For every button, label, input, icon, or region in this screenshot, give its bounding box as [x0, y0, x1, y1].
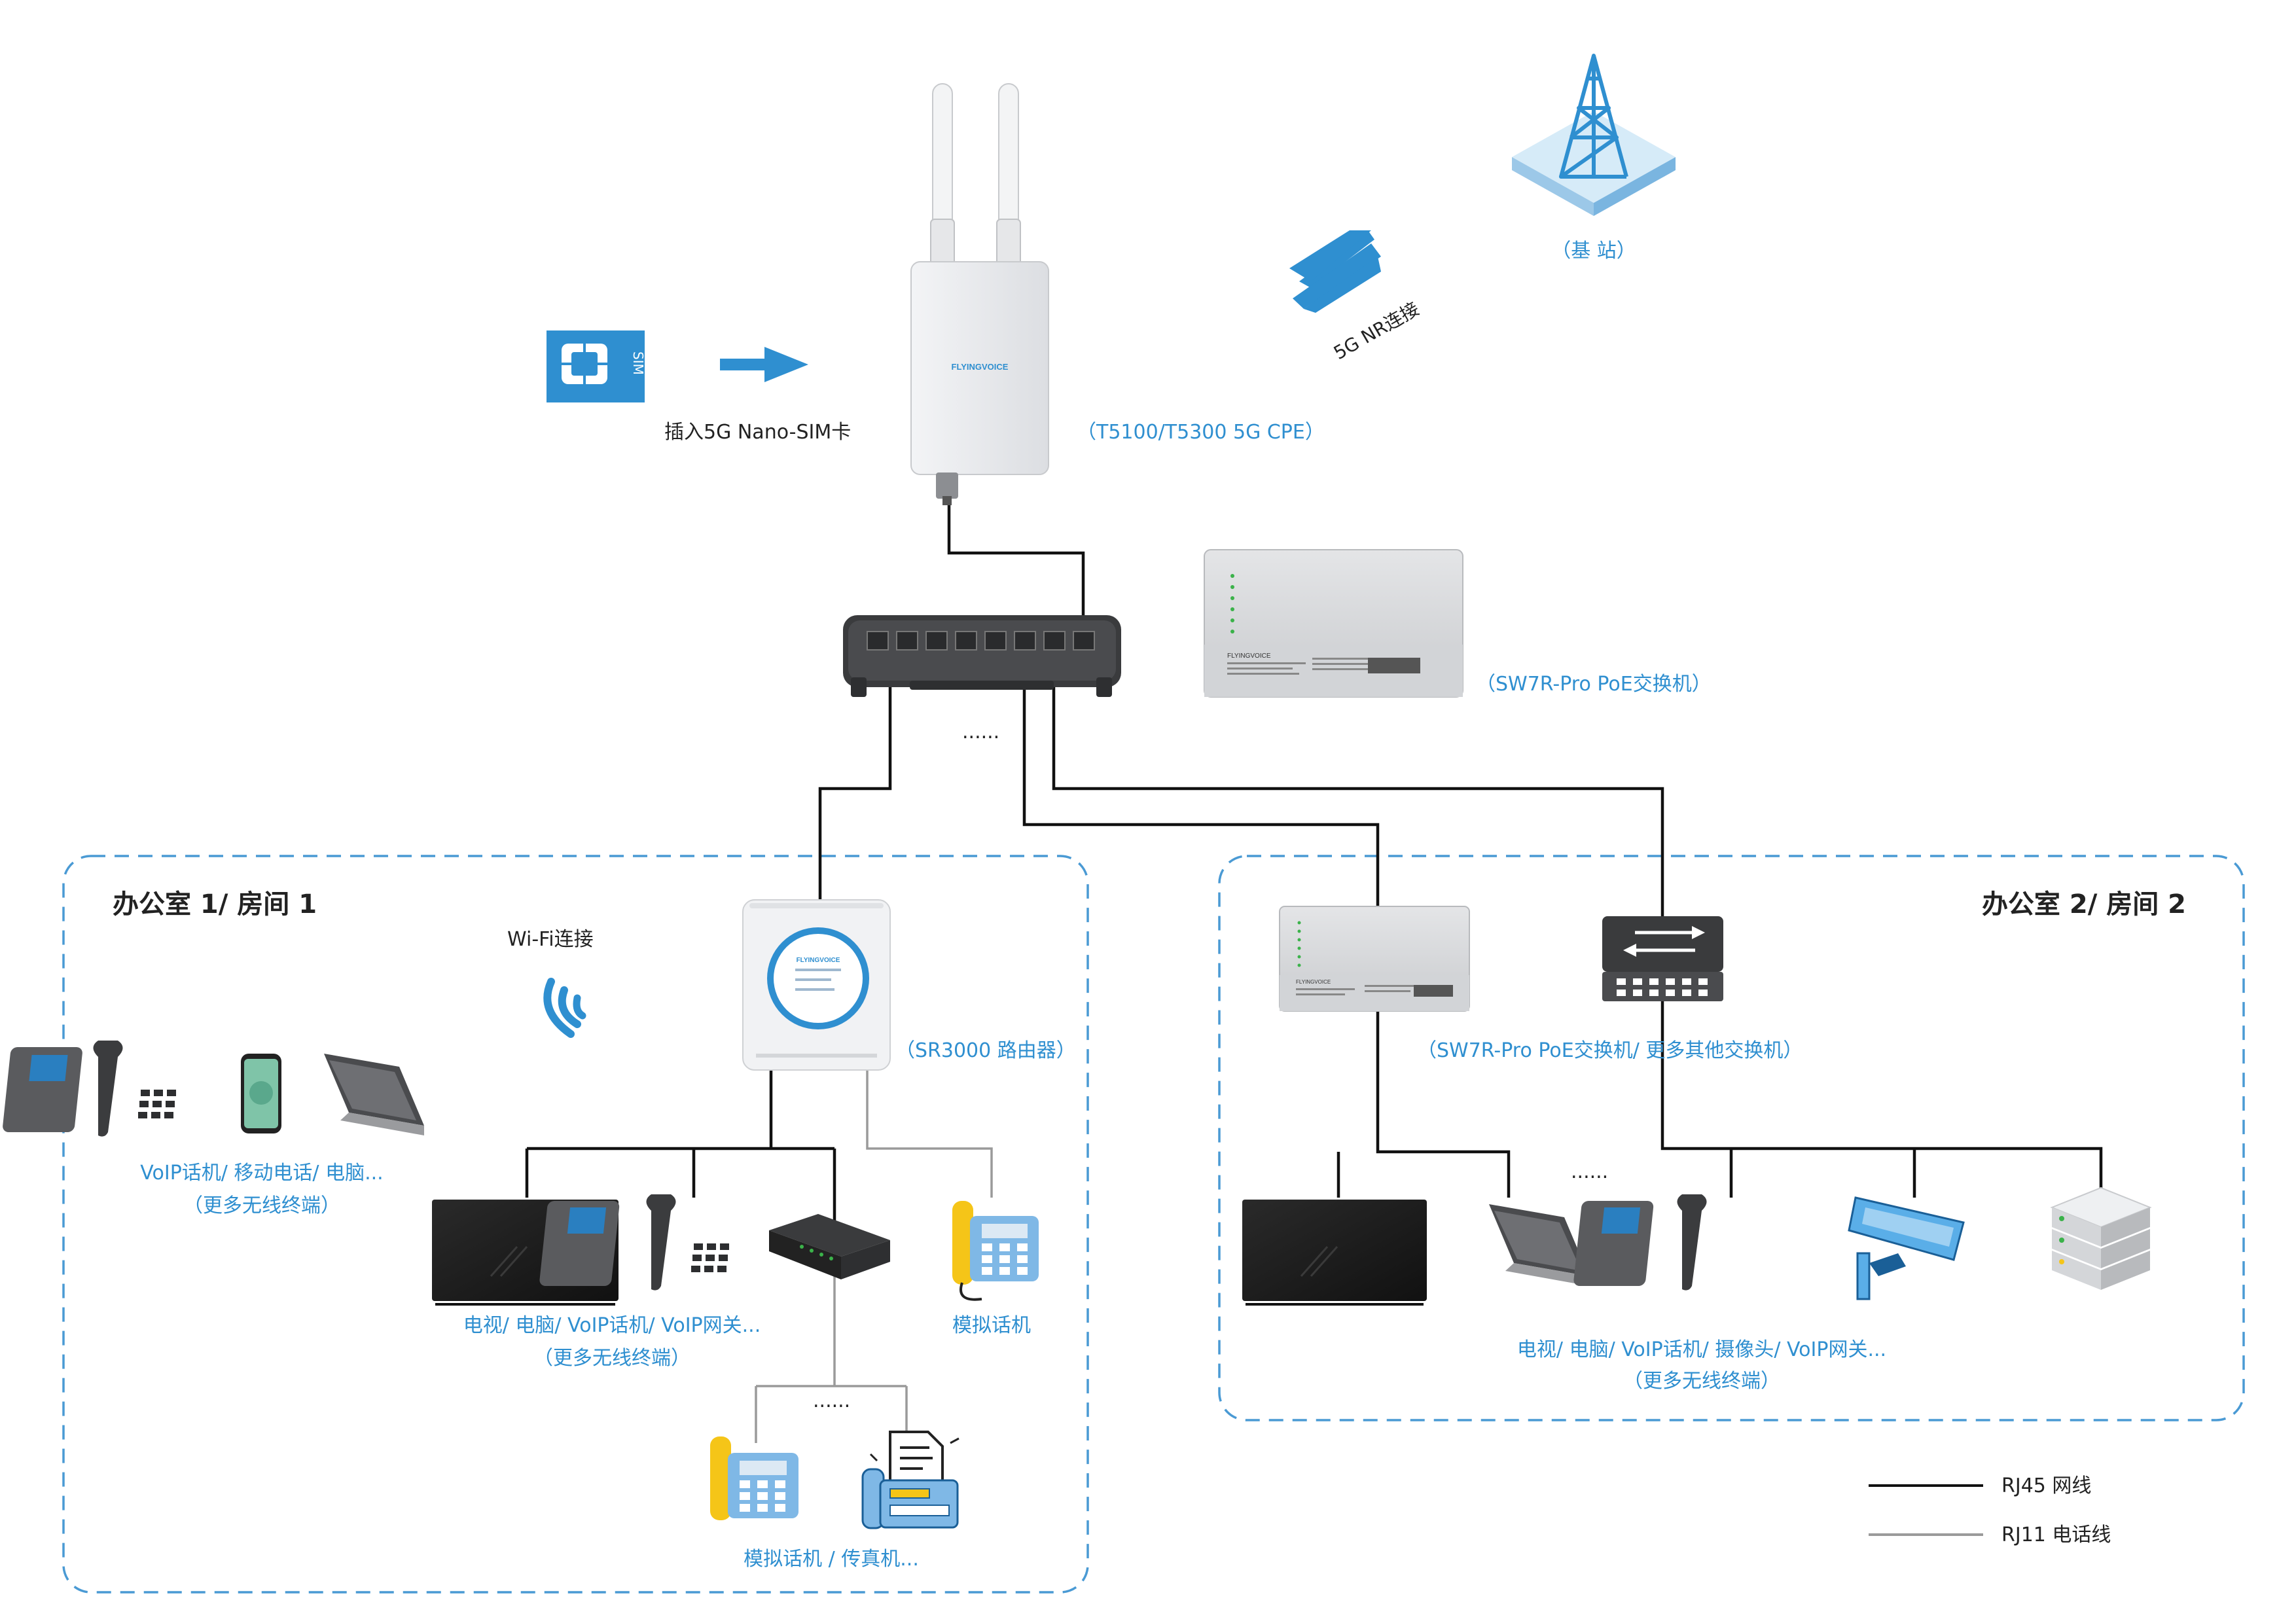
wired-devices-label: 电视/ 电脑/ VoIP话机/ VoIP网关...	[463, 1314, 761, 1337]
legend-rj11-label: RJ11 电话线	[2001, 1524, 2111, 1546]
cpe-device-image: FLYINGVOICE	[910, 83, 1049, 505]
voip-phone-icon	[539, 1194, 729, 1291]
legend: RJ45 网线 RJ11 电话线	[1869, 1474, 2111, 1546]
office2-more: ......	[1571, 1160, 1608, 1183]
5g-link-label: 5G NR连接	[1330, 298, 1423, 364]
voip-gateway-icon	[769, 1214, 890, 1279]
office1-area	[62, 855, 1089, 1594]
base-station-icon	[1512, 54, 1676, 216]
analog-phone-icon	[710, 1436, 798, 1520]
sw7r-pro-switch-image: FLYINGVOICE	[1204, 549, 1463, 698]
sr3000-router-image: FLYINGVOICE	[742, 899, 891, 1071]
5g-signal-icon	[1289, 230, 1381, 313]
rj11-cables	[755, 1070, 993, 1443]
sim-card-icon: SIM	[547, 330, 646, 402]
wireless-devices-sublabel: （更多无线终端）	[183, 1194, 340, 1217]
gateway-more: ......	[813, 1389, 850, 1412]
cpe-brand: FLYINGVOICE	[952, 362, 1009, 372]
fax-machine-icon	[861, 1431, 960, 1529]
wifi-icon	[543, 978, 586, 1038]
security-camera-icon	[1848, 1196, 1965, 1300]
voip-phone-icon	[3, 1041, 176, 1137]
sim-label: 插入5G Nano-SIM卡	[664, 421, 851, 444]
laptop-icon	[324, 1054, 424, 1135]
core-switch-more: ......	[962, 721, 999, 743]
office1-title: 办公室 1/ 房间 1	[113, 889, 317, 919]
analog-phone-label: 模拟话机	[952, 1314, 1031, 1337]
sim-card-text: SIM	[630, 351, 646, 375]
core-switch-image	[843, 615, 1121, 697]
sw7r-brand-2: FLYINGVOICE	[1296, 979, 1331, 985]
network-switch-icon	[1602, 916, 1723, 1001]
mobile-phone-icon	[241, 1054, 281, 1133]
sw7r-brand: FLYINGVOICE	[1227, 652, 1271, 660]
gateway-devices-label: 模拟话机 / 传真机...	[744, 1548, 919, 1571]
office2-title: 办公室 2/ 房间 2	[1982, 889, 2186, 919]
wifi-label: Wi-Fi连接	[507, 928, 594, 951]
wireless-devices-label: VoIP话机/ 移动电话/ 电脑...	[140, 1162, 383, 1185]
voip-phone-icon	[1573, 1194, 1707, 1291]
analog-phone-icon	[952, 1201, 1039, 1301]
office2-devices-label: 电视/ 电脑/ VoIP话机/ 摄像头/ VoIP网关...	[1517, 1338, 1886, 1361]
server-icon	[2050, 1186, 2152, 1290]
base-station-label: （基 站）	[1551, 240, 1636, 262]
tv-icon	[1242, 1200, 1427, 1306]
router-label: （SR3000 路由器）	[895, 1039, 1076, 1062]
rj45-cables	[525, 497, 2103, 1227]
office2-switch-label: （SW7R-Pro PoE交换机/ 更多其他交换机）	[1417, 1039, 1803, 1062]
cpe-label: （T5100/T5300 5G CPE）	[1077, 421, 1325, 444]
router-brand: FLYINGVOICE	[797, 957, 840, 964]
office2-area	[1218, 855, 2245, 1421]
sw7r-pro-switch-image: FLYINGVOICE	[1279, 906, 1470, 1012]
wired-devices-sublabel: （更多无线终端）	[533, 1347, 691, 1370]
legend-rj45-label: RJ45 网线	[2001, 1474, 2091, 1497]
arrow-right-icon	[720, 347, 808, 382]
sw7r-label: （SW7R-Pro PoE交换机）	[1476, 673, 1712, 696]
office2-devices-sublabel: （更多无线终端）	[1623, 1370, 1780, 1393]
laptop-icon	[1489, 1204, 1589, 1286]
